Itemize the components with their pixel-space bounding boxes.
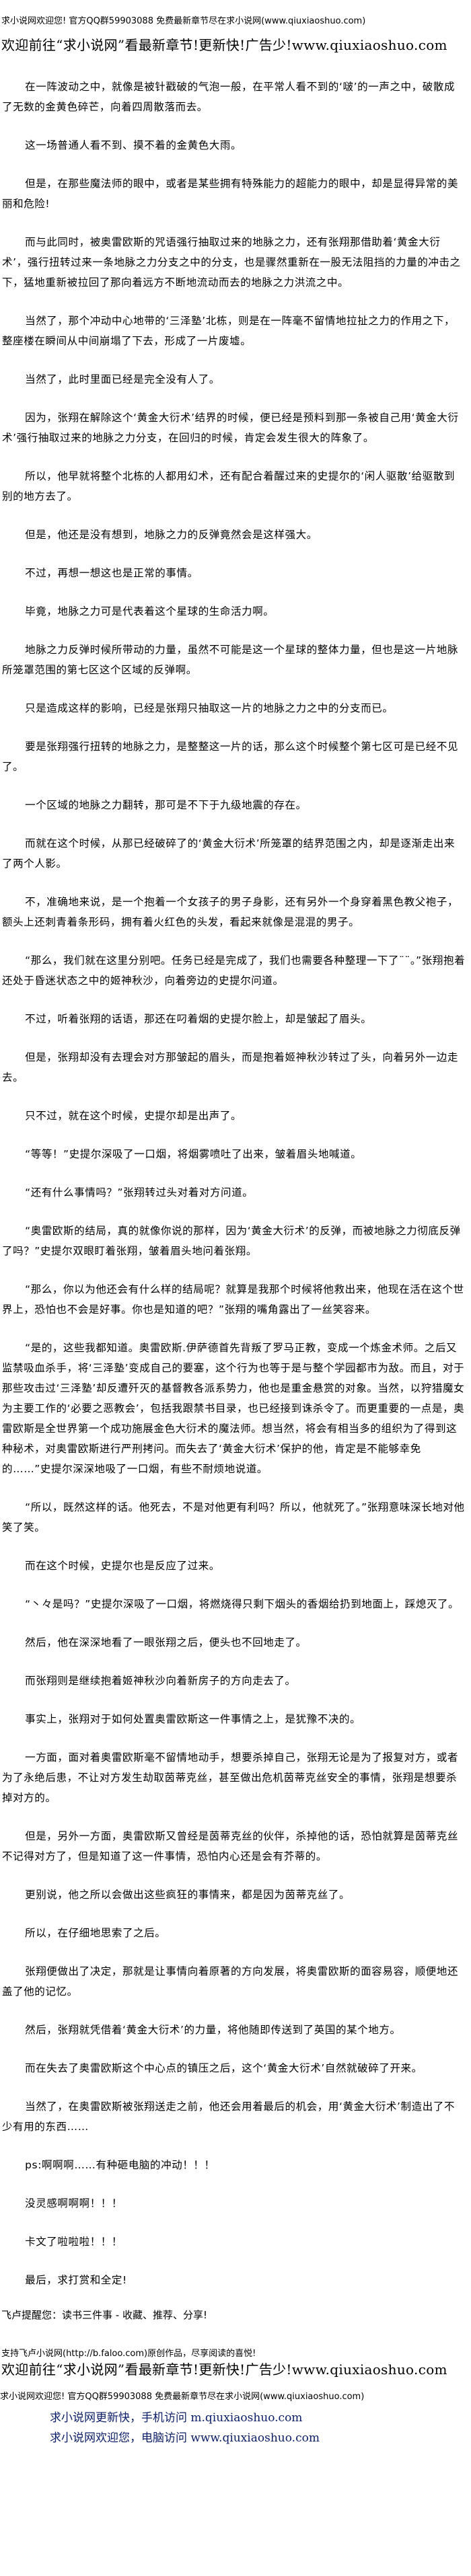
paragraph: 更别说，他之所以会做出这些疯狂的事情来，都是因为茵蒂克丝了。 — [25, 1889, 351, 1901]
paragraph: 而张翔则是继续抱着姬神秋沙向着新房子的方向走去了。 — [25, 1675, 296, 1687]
paragraph: 而就在这个时候，从那已经破碎了的‘黄金大衍术’所笼罩的结界范围之内，却是逐渐走出… — [2, 837, 456, 870]
paragraph: “那么，我们就在这里分别吧。任务已经是完成了，我们也需要各种整理一下了¨¨。”张… — [2, 954, 466, 987]
paragraph: 但是，在那些魔法师的眼中，或者是某些拥有特殊能力的超能力的眼中，却是显得异常的美… — [2, 178, 459, 210]
paragraph: 所以，在仔细地思索了之后。 — [25, 1927, 166, 1939]
paragraph: 当然了，那个冲动中心地带的‘三泽塾’北栋，则是在一阵毫不留情地拉扯之力的作用之下… — [2, 315, 456, 347]
chapter-content: 在一阵波动之中，就像是被针戳破的气泡一般，在平常人看不到的‘啵’的一声之中，破散… — [0, 54, 471, 2290]
paragraph: “是的，这些我都知道。奥雷欧斯.伊萨德首先背叛了罗马正教，变成一个炼金术师。之后… — [2, 1342, 465, 1475]
paragraph: 但是，张翔却没有去理会对方那皱起的眉头，而是抱着姬神秋沙转过了头，向着另外一边走… — [2, 1051, 459, 1084]
paragraph: “等等！”史提尔深吸了一口烟，将烟雾喷吐了出来，皱着眉头地喊道。 — [25, 1148, 362, 1160]
paragraph: 但是，他还是没有想到，地脉之力的反弹竟然会是这样强大。 — [25, 529, 318, 541]
mobile-access-link[interactable]: 求小说网更新快，手机访问 m.qiuxiaoshuo.com — [50, 2411, 303, 2425]
paragraph: 但是，另外一方面，奥雷欧斯又曾经是茵蒂克丝的伙伴，杀掉他的话，恐怕就算是茵蒂克丝… — [2, 1830, 459, 1862]
paragraph: 事实上，张翔对于如何处置奥雷欧斯这一件事情之上，是犹豫不决的。 — [25, 1713, 361, 1725]
paragraph: 因为，张翔在解除这个‘黄金大衍术’结界的时候，便已经是预料到那一条被自己用‘黄金… — [2, 412, 459, 444]
paragraph: 要是张翔强行扭转的地脉之力，是整整这一片的话，那么这个时候整个第七区可是已经不见… — [2, 741, 459, 773]
paragraph: 只不过，就在这个时候，史提尔却是出声了。 — [25, 1110, 242, 1122]
paragraph: 没灵感啊啊啊！！！ — [25, 2197, 122, 2209]
site-notice-top: 求小说网欢迎您! 官方QQ群59903088 免费最新章节尽在求小说网(www.… — [1, 16, 366, 26]
paragraph: 只是造成这样的影响，已经是张翔只抽取这一片的地脉之力之中的分支而已。 — [25, 702, 394, 714]
paragraph: 而与此同时，被奥雷欧斯的咒语强行抽取过来的地脉之力，还有张翔那借助着‘黄金大衍术… — [2, 236, 461, 289]
paragraph: 不，准确地来说，是一个抱着一个女孩子的男子身影，还有另外一个身穿着黑色教父袍子，… — [2, 896, 459, 928]
paragraph: “还有什么事情吗？”张翔转过头对着对方问道。 — [25, 1186, 254, 1199]
promo-banner-top: 欢迎前往“求小说网”看最新章节!更新快!广告少!www.qiuxiaoshuo.… — [1, 37, 447, 53]
paragraph: 地脉之力反弹时候所带动的力量，虽然不可能是这一个星球的整体力量，但也是这一片地脉… — [2, 644, 459, 676]
paragraph: 毕竟，地脉之力可是代表着这个星球的生命活力啊。 — [25, 605, 275, 617]
desktop-access-link[interactable]: 求小说网欢迎您，电脑访问 www.qiuxiaoshuo.com — [50, 2431, 320, 2445]
support-notice: 支持飞卢小说网(http://b.faloo.com)原创作品，尽享阅读的喜悦! — [1, 2349, 256, 2359]
paragraph: 当然了，在奥雷欧斯被张翔送走之前，他还会用着最后的机会，用‘黄金大衍术’制造出了… — [2, 2100, 456, 2133]
paragraph: 在一阵波动之中，就像是被针戳破的气泡一般，在平常人看不到的‘啵’的一声之中，破散… — [2, 81, 456, 113]
paragraph: “奥雷欧斯的结局，真的就像你说的那样，因为‘黄金大衍术’的反弹，而被地脉之力彻底… — [2, 1225, 461, 1257]
paragraph: 不过，听着张翔的话语，那还在叼着烟的史提尔脸上，却是皱起了眉头。 — [25, 1013, 372, 1025]
paragraph: “所以，既然这样的话。他死去，不是对他更有利吗？所以，他就死了。”张翔意味深长地… — [2, 1501, 465, 1533]
paragraph: 当然了，此时里面已经是完全没有人了。 — [25, 373, 220, 385]
paragraph: 而在失去了奥雷欧斯这个中心点的镇压之后，这个‘黄金大衍术’自然就破碎了开来。 — [25, 2062, 423, 2074]
paragraph: “那么，你以为他还会有什么样的结局呢？就算是我那个时候将他救出来，他现在活在这个… — [2, 1283, 464, 1316]
paragraph: 张翔便做出了决定，那就是让事情向着原著的方向发展，将奥雷欧斯的面容易容，顺便地还… — [2, 1965, 459, 1998]
site-notice-bottom: 求小说网欢迎您! 官方QQ群59903088 免费最新章节尽在求小说网(www.… — [0, 2392, 365, 2402]
paragraph: 然后，张翔就凭借着‘黄金大衍术’的力量，将他随即传送到了英国的某个地方。 — [25, 2024, 401, 2036]
paragraph: 这一场普通人看不到、摸不着的金黄色大雨。 — [25, 139, 242, 151]
paragraph: 而在这个时候，史提尔也是反应了过来。 — [25, 1560, 220, 1572]
paragraph: 不过，再想一想这也是正常的事情。 — [25, 567, 198, 579]
paragraph: 一方面，面对着奥雷欧斯毫不留情地动手，想要杀掉自己，张翔无论是为了报复对方，或者… — [2, 1751, 459, 1804]
reading-reminder: 飞卢提醒您：读书三件事 - 收藏、推荐、分享! — [1, 2309, 207, 2321]
paragraph: 一个区域的地脉之力翻转，那可是不下于九级地震的存在。 — [25, 799, 307, 811]
paragraph: 最后，求打赏和全定! — [25, 2274, 127, 2286]
promo-banner-bottom: 欢迎前往“求小说网”看最新章节!更新快!广告少!www.qiuxiaoshuo.… — [1, 2361, 447, 2378]
paragraph: 卡文了啦啦啦！！！ — [25, 2236, 122, 2248]
paragraph: ps:啊啊啊……有种砸电脑的冲动！！！ — [25, 2159, 215, 2171]
paragraph: 所以，他早就将整个北栋的人都用幻术，还有配合着醒过来的史提尔的‘闲人驱散’给驱散… — [2, 470, 456, 502]
paragraph: “丶々是吗？”史提尔深吸了一口烟，将燃烧得只剩下烟头的香烟给扔到地面上，踩熄灭了… — [25, 1598, 460, 1610]
paragraph: 然后，他在深深地看了一眼张翔之后，便头也不回地走了。 — [25, 1636, 307, 1649]
